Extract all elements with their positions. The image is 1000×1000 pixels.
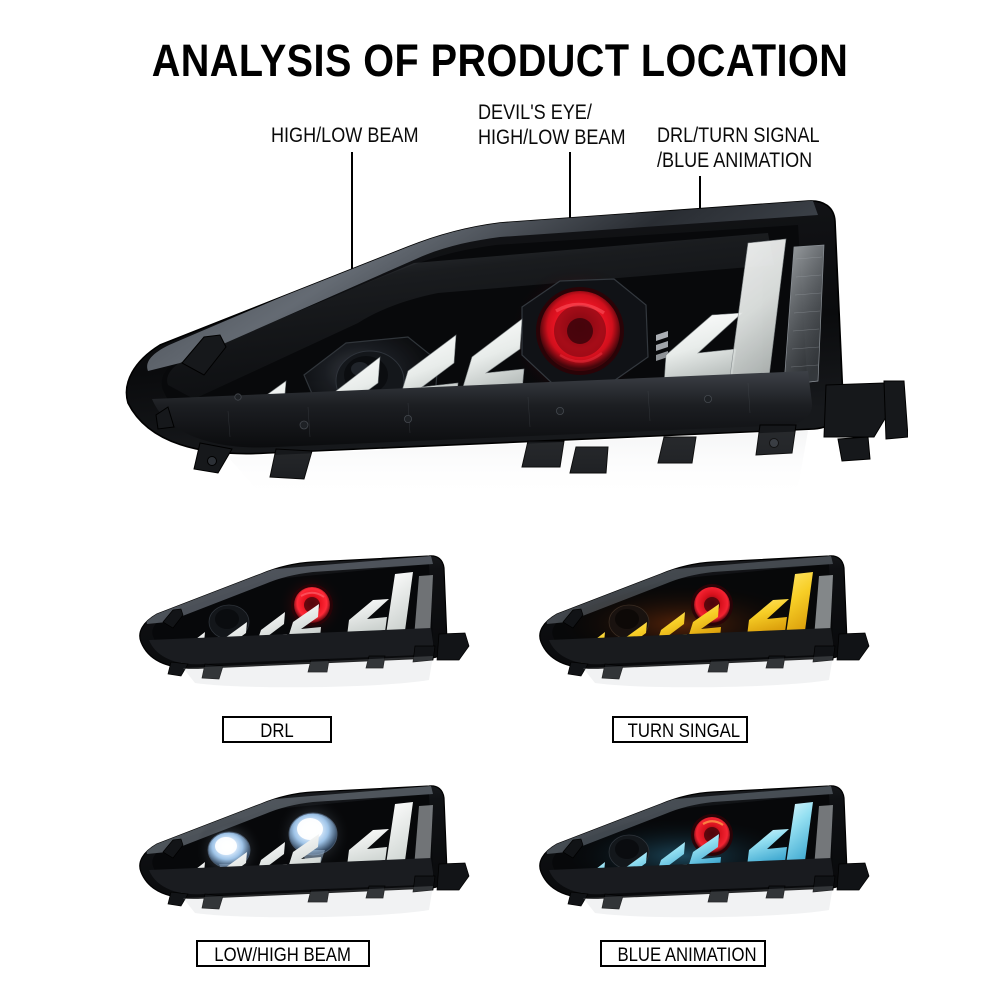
caption-drl: DRL	[222, 716, 332, 743]
caption-low-high-beam-label: LOW/HIGH BEAM	[214, 945, 352, 966]
caption-blue-animation-label: BLUE ANIMATION	[617, 945, 757, 966]
variant-low-high-beam-image	[133, 780, 473, 920]
caption-turn-signal: TURN SINGAL	[612, 716, 748, 743]
variant-drl	[125, 550, 525, 765]
turn-signal-reflector-panel	[783, 244, 825, 386]
variant-turn-signal-image	[533, 550, 873, 690]
callout-label-high-low-beam: HIGH/LOW BEAM	[271, 124, 419, 147]
variant-blue-animation	[525, 780, 925, 995]
caption-drl-label: DRL	[260, 721, 294, 742]
page-title: ANALYSIS OF PRODUCT LOCATION	[151, 35, 849, 86]
headlight-top-rail	[147, 200, 818, 371]
caption-turn-signal-label: TURN SINGAL	[627, 721, 741, 742]
callout-drl-line1: DRL/TURN SIGNAL	[657, 124, 820, 147]
variant-low-high-beam	[125, 780, 525, 995]
callout-devils-eye-line2: HIGH/LOW BEAM	[478, 126, 626, 149]
headlight-lens-sheen	[167, 233, 774, 399]
callout-label-devils-eye: DEVIL'S EYE/ HIGH/LOW BEAM	[478, 100, 626, 150]
variant-drl-image	[133, 550, 473, 690]
callout-devils-eye-line1: DEVIL'S EYE/	[478, 101, 592, 124]
variant-gallery	[0, 545, 1000, 985]
headlight-reflection	[228, 431, 808, 500]
headlight-bottom-trim	[152, 371, 813, 448]
variant-turn-signal	[525, 550, 925, 765]
callout-label-drl-turn-signal: DRL/TURN SIGNAL /BLUE ANIMATION	[657, 123, 820, 173]
caption-low-high-beam: LOW/HIGH BEAM	[196, 940, 370, 967]
callout-drl-line2: /BLUE ANIMATION	[657, 149, 813, 172]
hero-headlight-image	[108, 185, 908, 515]
projector-center-devils-eye	[508, 265, 668, 405]
headlight-screws	[234, 393, 713, 430]
variant-blue-animation-image	[533, 780, 873, 920]
caption-blue-animation: BLUE ANIMATION	[600, 940, 766, 967]
